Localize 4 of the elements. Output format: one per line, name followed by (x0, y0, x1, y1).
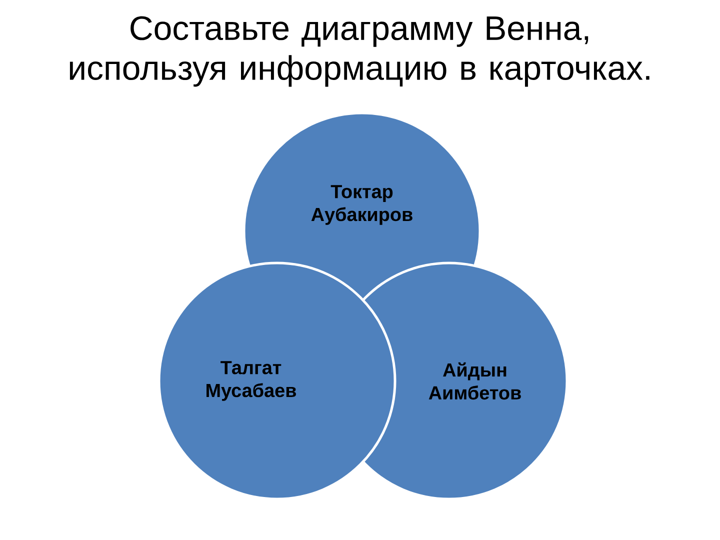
circle-label: Токтар Аубакиров (311, 185, 412, 225)
circle-label: Талгат Мусабаев (206, 361, 296, 401)
title: Составьте диаграмму Венна, используя информацию в карточках. (70, 16, 650, 87)
circle-label: Айдын Аимбетов (428, 362, 521, 400)
